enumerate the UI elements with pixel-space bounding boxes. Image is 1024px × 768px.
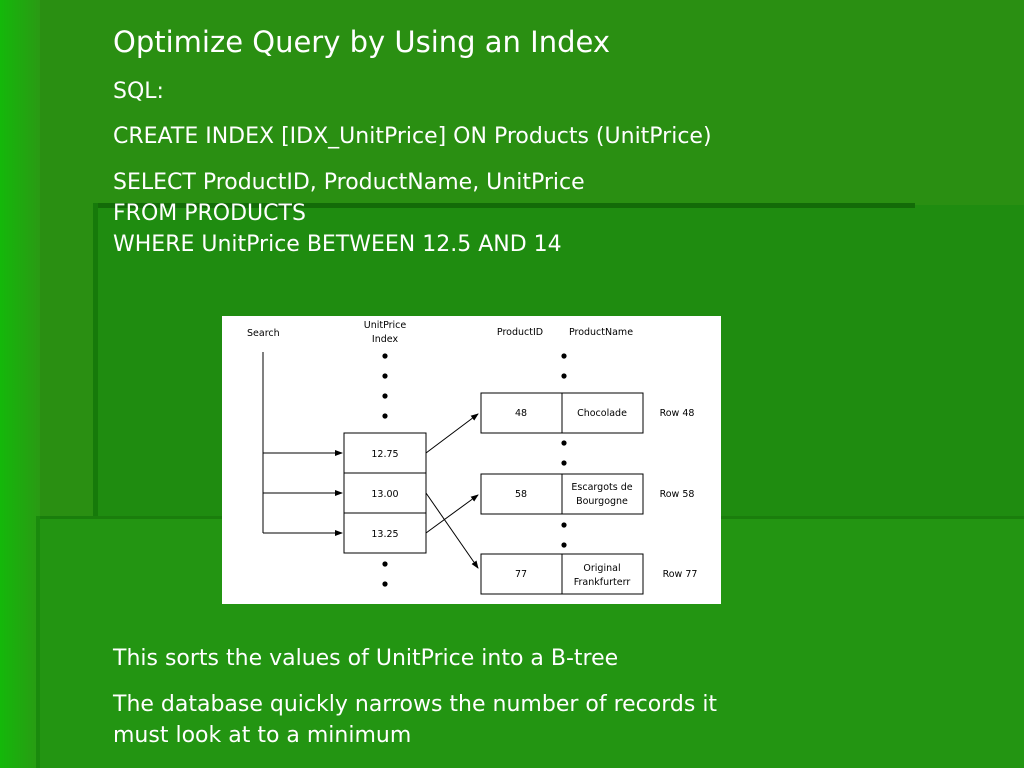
row-label: Row 58 bbox=[660, 489, 695, 500]
btree-index-diagram: Search UnitPrice Index ProductID Product… bbox=[222, 316, 721, 604]
create-index-statement: CREATE INDEX [IDX_UnitPrice] ON Products… bbox=[113, 124, 712, 149]
row-product-id: 48 bbox=[515, 408, 527, 419]
row-product-name-cont: Bourgogne bbox=[576, 496, 628, 507]
index-entry: 13.25 bbox=[371, 529, 398, 540]
note-btree: This sorts the values of UnitPrice into … bbox=[113, 646, 619, 671]
row-product-name: Chocolade bbox=[577, 408, 627, 419]
table-row bbox=[480, 473, 644, 515]
sql-label: SQL: bbox=[113, 79, 164, 104]
table-row bbox=[480, 392, 644, 434]
index-ellipsis-top bbox=[382, 353, 388, 419]
background-panel-upper-edge bbox=[93, 203, 915, 208]
index-header-line2: Index bbox=[372, 334, 399, 345]
index-node bbox=[343, 432, 427, 554]
index-entry: 13.00 bbox=[371, 489, 398, 500]
table-ellipsis-top bbox=[561, 353, 567, 379]
row-pointer-arrows bbox=[425, 413, 479, 569]
product-name-header: ProductName bbox=[569, 327, 633, 338]
row-product-name: Original bbox=[583, 563, 620, 574]
index-ellipsis-bottom bbox=[382, 561, 388, 587]
search-header: Search bbox=[247, 328, 280, 339]
from-clause-line: FROM PRODUCTS bbox=[113, 201, 306, 226]
table-row bbox=[480, 553, 644, 595]
background-panel-upper-side bbox=[93, 203, 98, 523]
row-product-name: Escargots de bbox=[571, 482, 632, 493]
note-narrows-cont: must look at to a minimum bbox=[113, 723, 412, 748]
row-product-id: 77 bbox=[515, 569, 527, 580]
row-label: Row 48 bbox=[660, 408, 695, 419]
note-narrows: The database quickly narrows the number … bbox=[113, 692, 718, 717]
table-ellipsis-middle-2 bbox=[561, 522, 567, 548]
row-product-name-cont: Frankfurterr bbox=[574, 577, 631, 588]
where-clause-line: WHERE UnitPrice BETWEEN 12.5 AND 14 bbox=[113, 232, 562, 257]
search-arrows bbox=[262, 352, 343, 536]
product-id-header: ProductID bbox=[497, 327, 543, 338]
index-entry: 12.75 bbox=[371, 449, 398, 460]
row-product-id: 58 bbox=[515, 489, 527, 500]
select-statement-line: SELECT ProductID, ProductName, UnitPrice bbox=[113, 170, 585, 195]
table-ellipsis-middle-1 bbox=[561, 440, 567, 466]
row-label: Row 77 bbox=[663, 569, 698, 580]
slide-title: Optimize Query by Using an Index bbox=[113, 25, 610, 59]
background-panel-lower-side bbox=[36, 516, 40, 768]
background-left-strip bbox=[0, 0, 40, 768]
index-header-line1: UnitPrice bbox=[364, 320, 407, 331]
